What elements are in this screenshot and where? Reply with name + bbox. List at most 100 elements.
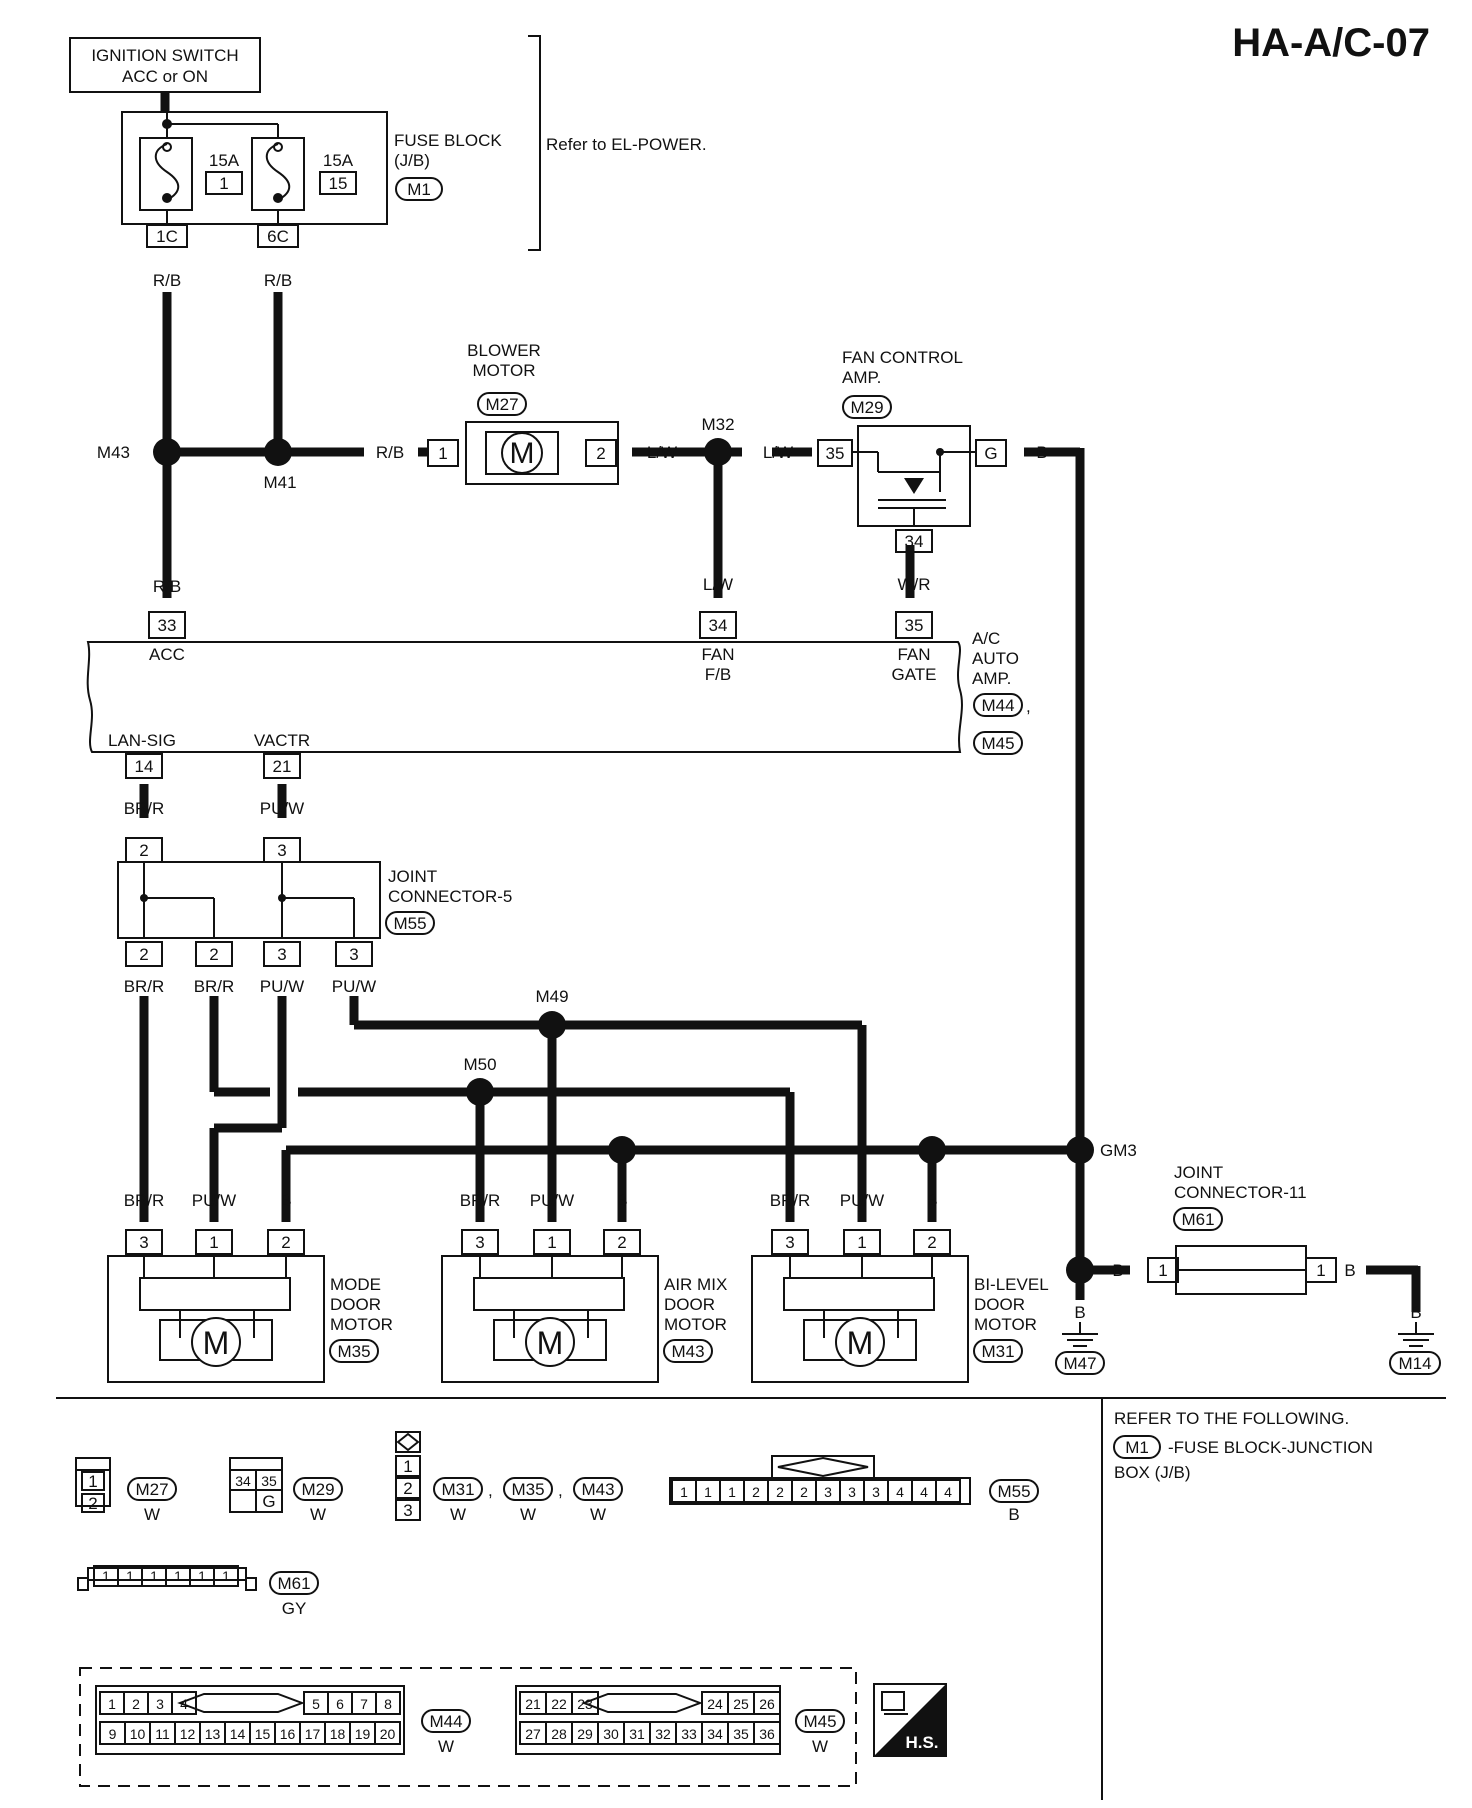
legend-m29-pin-34: 34 — [235, 1473, 251, 1489]
wire-label-b-2: B — [1112, 1261, 1123, 1280]
legend-m29-pin-35: 35 — [261, 1473, 277, 1489]
wire-label-b-3: B — [1074, 1303, 1085, 1322]
hs-badge-icon: H.S. — [873, 1683, 947, 1757]
ignition-switch: IGNITION SWITCH ACC or ON — [69, 37, 261, 93]
ac-auto-amp: 33 ACC 34 FAN F/B 35 FAN GATE LAN-SIG VA… — [86, 611, 963, 779]
legend-m44-r1a-2: 3 — [156, 1696, 164, 1712]
legend-m44-r2-8: 17 — [305, 1726, 321, 1742]
junction-label-m50: M50 — [463, 1055, 496, 1074]
blower-label-2: MOTOR — [473, 361, 536, 380]
refer-title: REFER TO THE FOLLOWING. — [1114, 1409, 1349, 1428]
j5-in-2: 2 — [139, 841, 148, 860]
bilevel-label-3: MOTOR — [974, 1315, 1037, 1334]
auto-amp-fan-fb-2: F/B — [705, 665, 731, 684]
auto-amp-label-1: A/C — [972, 629, 1000, 648]
ground-code-m14: M14 — [1398, 1354, 1431, 1373]
bilevel-wire-puw: PU/W — [840, 1191, 884, 1210]
wire-label-lw-1: L/W — [647, 443, 677, 462]
legend-m31-sep-2: , — [558, 1481, 563, 1500]
legend-m29-pin-g: G — [262, 1492, 275, 1511]
legend-m44-r2-0: 9 — [109, 1726, 117, 1742]
auto-amp-pin-21: 21 — [273, 757, 292, 776]
legend-m61-pin-0: 1 — [102, 1568, 110, 1584]
legend-m45-r2-8: 35 — [733, 1726, 749, 1742]
legend-m45-r2-5: 32 — [655, 1726, 671, 1742]
auto-amp-pin-33: 33 — [158, 616, 177, 635]
legend-m31-pin-2: 2 — [403, 1479, 412, 1498]
fan-amp-label-1: FAN CONTROL — [842, 348, 963, 367]
legend-m45-r1-3: 24 — [707, 1696, 723, 1712]
j5-out-2a: 2 — [139, 945, 148, 964]
junction-gnd-2 — [918, 1136, 946, 1164]
airmix-pin-2: 2 — [617, 1233, 626, 1252]
j5-code: M55 — [393, 914, 426, 933]
auto-amp-label-3: AMP. — [972, 669, 1011, 688]
legend-m44-code: M44 — [429, 1712, 462, 1731]
hs-label: H.S. — [905, 1733, 938, 1752]
legend-m45-r2-1: 28 — [551, 1726, 567, 1742]
airmix-wire-puw: PU/W — [530, 1191, 574, 1210]
wire-label-rb-1: R/B — [153, 271, 181, 290]
mode-label-1: MODE — [330, 1275, 381, 1294]
auto-amp-code-2: M45 — [981, 734, 1014, 753]
legend-m45-r1-4: 25 — [733, 1696, 749, 1712]
junction-label-m49: M49 — [535, 987, 568, 1006]
airmix-pin-1: 1 — [547, 1233, 556, 1252]
legend-m31-sep-1: , — [488, 1481, 493, 1500]
wire-label-wr: W/R — [897, 575, 930, 594]
legend-m44-r2-10: 19 — [355, 1726, 371, 1742]
page-id: HA-A/C-07 — [1232, 21, 1430, 65]
bilevel-code: M31 — [981, 1342, 1014, 1361]
bilevel-label-1: BI-LEVEL — [974, 1275, 1049, 1294]
legend-m45-r2-7: 34 — [707, 1726, 723, 1742]
legend-m43-color: W — [590, 1505, 606, 1524]
ground-symbol-m47 — [1062, 1322, 1098, 1347]
refer-text-2: BOX (J/B) — [1114, 1463, 1191, 1482]
legend-m29-code: M29 — [301, 1480, 334, 1499]
legend-m31-color: W — [450, 1505, 466, 1524]
legend-m55-pin-9: 4 — [896, 1484, 904, 1500]
legend-m31-pin-1: 1 — [403, 1457, 412, 1476]
junction-gm3 — [1066, 1136, 1094, 1164]
legend-m61-color: GY — [282, 1599, 307, 1618]
airmix-wire-brr: BR/R — [460, 1191, 501, 1210]
legend-m44-r1b-5: 6 — [336, 1696, 344, 1712]
fuse-block-code: M1 — [407, 180, 431, 199]
mode-wire-b: B — [280, 1191, 291, 1210]
legend-m55-pin-2: 1 — [728, 1484, 736, 1500]
junction-label-m32: M32 — [701, 415, 734, 434]
airmix-label-1: AIR MIX — [664, 1275, 727, 1294]
bilevel-motor-symbol: M — [847, 1325, 874, 1361]
wire-label-rb-2: R/B — [264, 271, 292, 290]
airmix-pin-3: 3 — [475, 1233, 484, 1252]
fuse-block: 15A 1 15A 15 — [121, 111, 388, 225]
legend-m27-code: M27 — [135, 1480, 168, 1499]
auto-amp-pin-35: 35 — [905, 616, 924, 635]
legend-m61-pin-2: 1 — [150, 1568, 158, 1584]
mode-pin-1: 1 — [209, 1233, 218, 1252]
junction-m43 — [153, 438, 181, 466]
blower-motor-symbol: M — [510, 437, 535, 470]
ignition-label-2: ACC or ON — [122, 67, 208, 86]
wire-harness — [139, 292, 1421, 1312]
legend-m44-r2-5: 14 — [230, 1726, 246, 1742]
j11-code: M61 — [1181, 1210, 1214, 1229]
legend-m35-code: M35 — [511, 1480, 544, 1499]
junction-m50 — [466, 1078, 494, 1106]
fan-amp-code: M29 — [850, 398, 883, 417]
airmix-label-2: DOOR — [664, 1295, 715, 1314]
junction-gnd-1 — [608, 1136, 636, 1164]
legend-m44-r2-11: 20 — [380, 1726, 396, 1742]
fuse-block-label-2: (J/B) — [394, 151, 430, 170]
junction-m49 — [538, 1011, 566, 1039]
legend-m55-code: M55 — [997, 1482, 1030, 1501]
legend-m55-pin-7: 3 — [848, 1484, 856, 1500]
j5-out-3b: 3 — [349, 945, 358, 964]
j5-out-3a: 3 — [277, 945, 286, 964]
legend-m45-r2-2: 29 — [577, 1726, 593, 1742]
fuse-a-num: 1 — [219, 174, 228, 193]
legend-m44-r2-1: 10 — [130, 1726, 146, 1742]
mode-pin-2: 2 — [281, 1233, 290, 1252]
wire-label-lw-3: L/W — [703, 575, 733, 594]
